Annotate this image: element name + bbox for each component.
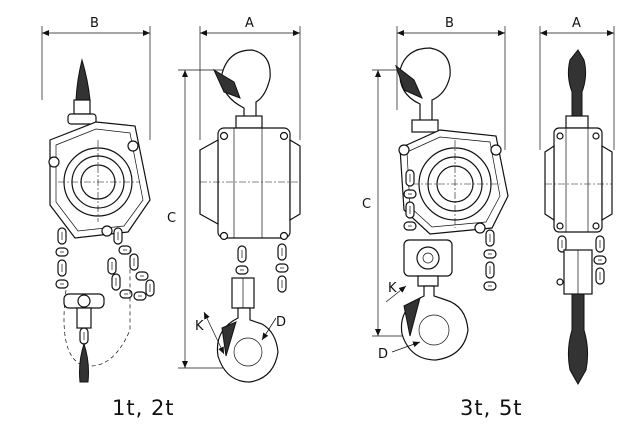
label-b-left: B <box>90 16 99 31</box>
dimension-b-right: B <box>396 16 506 150</box>
dimension-a-left: A <box>199 16 301 140</box>
label-c-right: C <box>362 197 371 212</box>
front-view-1t-2t <box>48 58 155 383</box>
label-b-right: B <box>445 16 454 31</box>
label-k-right: K <box>388 281 397 296</box>
side-view-3t-5t <box>544 49 613 386</box>
dimension-a-right: A <box>539 16 615 150</box>
dimension-b-left: B <box>41 16 151 140</box>
hoist-1t-2t: B A C <box>41 16 301 420</box>
label-d-left: D <box>276 315 286 330</box>
label-d-right: D <box>378 347 388 362</box>
front-view-3t-5t: K D <box>378 47 509 362</box>
caption-1t-2t: 1t, 2t <box>112 396 175 420</box>
side-view-1t-2t: K D <box>195 49 301 383</box>
label-c-left: C <box>167 211 176 226</box>
label-a-left: A <box>245 16 254 31</box>
label-a-right: A <box>572 16 581 31</box>
label-k-left: K <box>195 319 204 334</box>
caption-3t-5t: 3t, 5t <box>460 396 523 420</box>
hoist-3t-5t: B A C <box>362 16 615 420</box>
